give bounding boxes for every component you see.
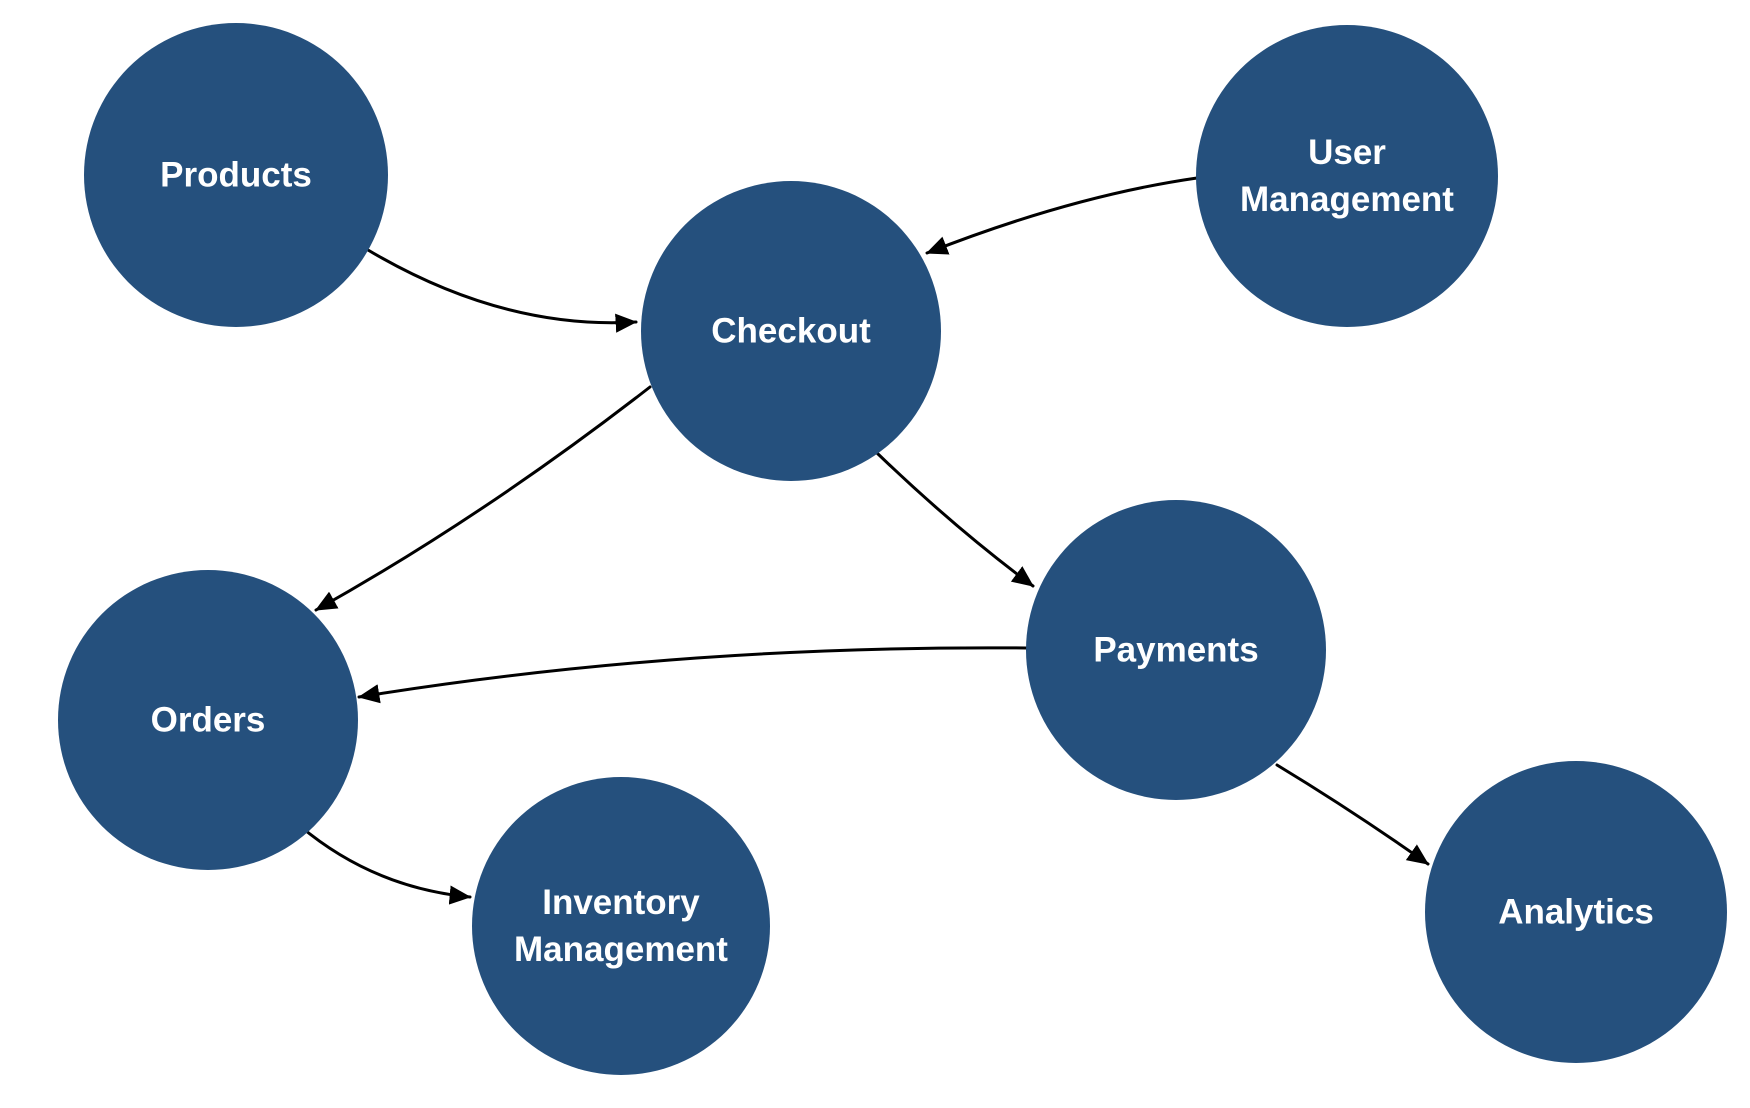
edge-checkout-to-orders[interactable] xyxy=(314,385,652,612)
edge-checkout-to-payments[interactable] xyxy=(875,451,1035,588)
node-circle-checkout[interactable] xyxy=(641,181,941,481)
node-circle-payments[interactable] xyxy=(1026,500,1326,800)
edge-user-management-to-checkout[interactable] xyxy=(925,176,1199,255)
edge-products-to-checkout[interactable] xyxy=(366,248,638,333)
node-orders: Orders xyxy=(58,570,358,870)
edges-layer xyxy=(298,176,1430,905)
node-payments: Payments xyxy=(1026,500,1326,800)
node-circle-inventory-management[interactable] xyxy=(472,777,770,1075)
node-products: Products xyxy=(84,23,388,327)
edge-orders-to-inventory-management[interactable] xyxy=(298,824,472,905)
node-circle-analytics[interactable] xyxy=(1425,761,1727,1063)
node-checkout: Checkout xyxy=(641,181,941,481)
node-circle-products[interactable] xyxy=(84,23,388,327)
edge-payments-to-analytics[interactable] xyxy=(1275,763,1430,866)
edge-payments-to-orders[interactable] xyxy=(357,646,1028,704)
node-circle-orders[interactable] xyxy=(58,570,358,870)
node-analytics: Analytics xyxy=(1425,761,1727,1063)
node-circle-user-management[interactable] xyxy=(1196,25,1498,327)
